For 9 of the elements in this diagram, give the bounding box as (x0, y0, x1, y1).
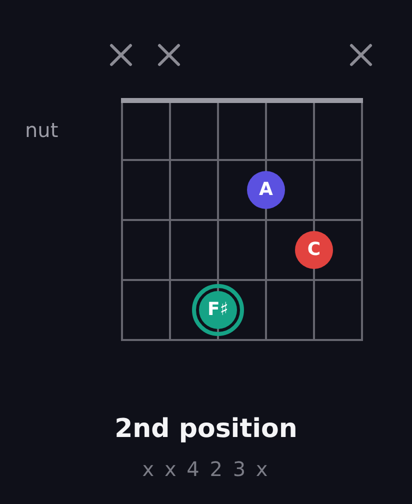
note-dot (247, 171, 285, 209)
nut-label: nut (25, 118, 58, 142)
note-name: C (307, 241, 321, 259)
note-name: F♯ (207, 301, 228, 319)
fingering-caption: x x 4 2 3 x (142, 456, 270, 482)
root-note-dot (192, 284, 244, 336)
note-name: A (259, 181, 273, 199)
chord-title: 2nd position (114, 413, 298, 446)
note-dot (295, 231, 333, 269)
